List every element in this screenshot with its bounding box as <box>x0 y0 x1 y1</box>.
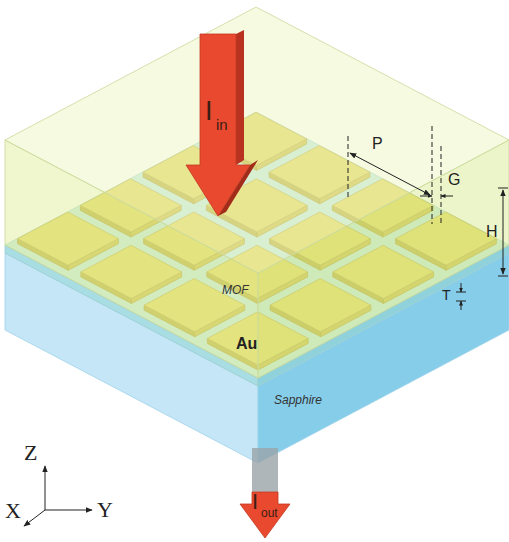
z-axis <box>45 466 46 510</box>
current-symbol: I <box>252 491 258 513</box>
dimension-arrow <box>461 283 462 292</box>
layer-label: Sapphire <box>274 394 322 406</box>
current-subscript: out <box>261 507 278 519</box>
axis-label: Y <box>97 499 113 521</box>
dimension-tick <box>498 276 508 277</box>
dimension-guide <box>441 146 442 224</box>
output-arrow-hidden <box>252 448 278 492</box>
dimension-label: T <box>442 288 451 302</box>
dimension-tick <box>498 188 508 189</box>
dimension-arrow <box>503 190 504 274</box>
layer-label: MOF <box>222 284 249 296</box>
superstrate-box-top-face <box>5 7 509 273</box>
x-axis <box>24 510 45 526</box>
y-axis <box>45 510 92 511</box>
input-arrow <box>186 34 250 216</box>
dimension-label: H <box>486 224 498 240</box>
dimension-guide <box>432 126 433 224</box>
arrow-side <box>236 30 244 165</box>
dimension-arrow <box>420 196 432 197</box>
current-symbol: I <box>205 98 213 125</box>
axis-label: X <box>5 500 21 522</box>
dimension-arrow <box>350 153 430 195</box>
output-arrow <box>240 492 290 538</box>
material-label: Au <box>236 336 257 352</box>
axis-label: Z <box>24 442 37 464</box>
dimension-label: G <box>448 172 460 188</box>
dimension-label: P <box>372 136 383 152</box>
current-subscript: in <box>216 117 228 132</box>
dimension-arrow <box>461 301 462 310</box>
dimension-guide <box>348 136 349 200</box>
dimension-arrow <box>441 196 453 197</box>
